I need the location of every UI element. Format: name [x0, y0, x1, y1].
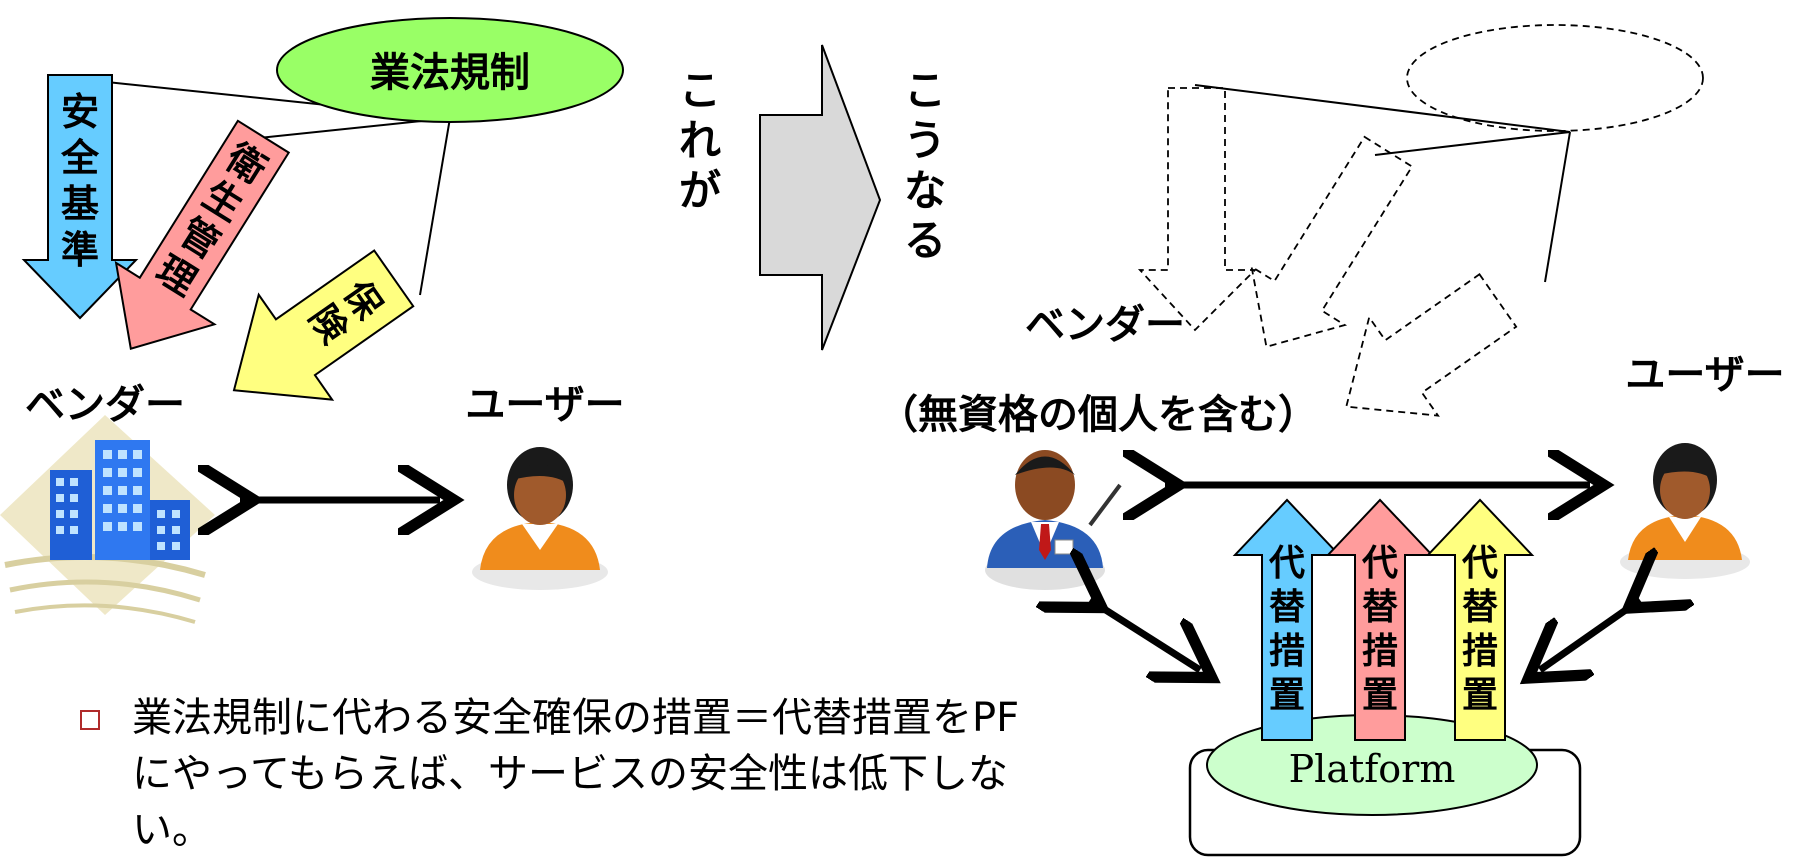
vertical-char: 代 — [1268, 543, 1305, 584]
removed-regulation-lines — [1194, 84, 1571, 283]
svg-text:こうなる: こうなる — [904, 66, 946, 265]
vertical-char: 措 — [1269, 631, 1305, 672]
removed-regulation-arrows — [1137, 87, 1518, 417]
bullet-point: 業法規制に代わる安全確保の措置＝代替措置をPFにやってもらえば、サービスの安全性… — [80, 690, 1040, 858]
vertical-char: 措 — [1362, 631, 1398, 672]
vertical-char: れ — [679, 116, 721, 165]
bullet-marker — [80, 710, 100, 730]
transition-arrow — [759, 44, 882, 351]
hygiene-label: 衛生管理 — [148, 135, 275, 305]
user-icon — [472, 447, 608, 590]
vertical-char: 替 — [1462, 587, 1498, 628]
removed-regulation-ellipse — [1406, 24, 1704, 132]
alt-measure-label-3: 代替措置 — [1461, 543, 1498, 716]
alt-measure-label-1: 代替措置 — [1268, 543, 1305, 716]
businessman-icon — [985, 450, 1122, 590]
building-icon — [0, 415, 215, 624]
regulation-ellipse — [276, 17, 624, 123]
vertical-char: が — [679, 166, 721, 215]
transition-after-label: こうなる — [904, 66, 946, 265]
vertical-char: 基 — [61, 182, 99, 226]
vertical-char: 置 — [1462, 675, 1498, 716]
insurance-arrow — [232, 249, 415, 401]
vertical-char: う — [904, 116, 946, 165]
right-vendor-label: ベンダー — [1025, 302, 1185, 348]
vertical-char: 措 — [1462, 631, 1498, 672]
vertical-char: 代 — [1461, 543, 1498, 584]
vertical-char: 替 — [1269, 587, 1305, 628]
vertical-char: 置 — [1269, 675, 1305, 716]
vertical-char: る — [904, 216, 946, 265]
vertical-char: 安 — [61, 90, 99, 134]
vertical-char: こ — [904, 66, 946, 115]
regulation-label: 業法規制 — [370, 50, 530, 96]
left-user-label: ユーザー — [465, 382, 624, 428]
safety-standard-arrow — [21, 74, 139, 320]
alt-measure-arrow-3 — [1425, 498, 1535, 741]
right-user-label: ユーザー — [1625, 352, 1784, 398]
user-platform-arrow — [1540, 600, 1640, 670]
user-icon — [1620, 443, 1750, 579]
vertical-char: 全 — [60, 136, 100, 180]
bullet-text: 業法規制に代わる安全確保の措置＝代替措置をPFにやってもらえば、サービスの安全性… — [132, 695, 1020, 853]
vertical-char: 替 — [1362, 587, 1398, 628]
alt-measure-arrow-1 — [1232, 498, 1342, 741]
vertical-char: 代 — [1361, 543, 1398, 584]
svg-text:安全基準: 安全基準 — [60, 90, 100, 272]
vertical-char: な — [904, 166, 946, 215]
transition-before-label: これが — [679, 66, 721, 215]
vendor-platform-arrow — [1090, 600, 1200, 670]
vertical-char: 準 — [61, 228, 99, 272]
svg-text:これが: これが — [679, 66, 721, 215]
svg-text:衛生管理: 衛生管理 — [148, 135, 274, 305]
alt-measure-label-2: 代替措置 — [1361, 543, 1398, 716]
right-vendor-sublabel: （無資格の個人を含む） — [878, 392, 1318, 438]
vertical-char: こ — [679, 66, 721, 115]
safety-standard-label: 安全基準 — [60, 90, 100, 272]
hygiene-arrow — [114, 119, 291, 351]
vertical-char: 置 — [1362, 675, 1398, 716]
alt-measure-arrow-2 — [1325, 498, 1435, 741]
platform-label: Platform — [1289, 747, 1456, 791]
